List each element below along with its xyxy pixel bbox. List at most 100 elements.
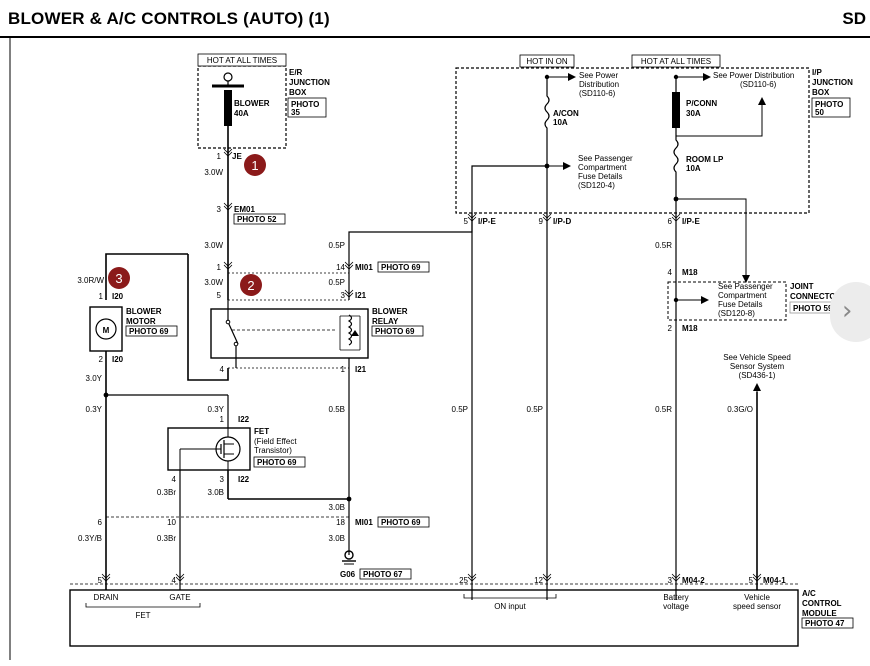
svg-text:G06: G06	[340, 570, 356, 579]
svg-text:9: 9	[539, 217, 544, 226]
photo-47-box	[801, 617, 854, 629]
svg-text:3: 3	[668, 576, 673, 585]
svg-text:I/P-E: I/P-E	[682, 217, 700, 226]
next-page-button[interactable]: ›	[830, 282, 870, 342]
svg-text:(SD110-6): (SD110-6)	[740, 80, 777, 89]
svg-text:PHOTO 69: PHOTO 69	[381, 263, 421, 272]
svg-text:A/CON: A/CON	[553, 109, 579, 118]
svg-text:RELAY: RELAY	[372, 317, 399, 326]
svg-text:M: M	[103, 326, 110, 335]
svg-text:0.5P: 0.5P	[329, 241, 345, 250]
photo-69-fet	[253, 456, 306, 468]
svg-text:10A: 10A	[553, 118, 568, 127]
svg-text:3.0R/W: 3.0R/W	[77, 276, 104, 285]
svg-text:speed sensor: speed sensor	[733, 602, 781, 611]
ac-control-module	[69, 589, 799, 647]
svg-text:1: 1	[251, 158, 258, 173]
ip-junction-box	[455, 67, 810, 214]
svg-text:0.3Y: 0.3Y	[86, 405, 103, 414]
svg-text:PHOTO 69: PHOTO 69	[375, 327, 415, 336]
callout-3[interactable]	[108, 267, 130, 289]
svg-text:I/P-D: I/P-D	[553, 217, 571, 226]
svg-text:0.3Y: 0.3Y	[208, 405, 225, 414]
svg-text:HOT IN ON: HOT IN ON	[526, 57, 567, 66]
er-box-label-1: E/R	[289, 68, 303, 77]
svg-text:BOX: BOX	[812, 88, 830, 97]
svg-text:3.0W: 3.0W	[204, 168, 223, 177]
hot-all-times-label-1: HOT AT ALL TIMES	[207, 56, 277, 65]
battery-source-icon	[223, 72, 233, 82]
blower-fuse-rating: 40A	[234, 109, 249, 118]
photo-52-box	[233, 213, 286, 225]
svg-text:1: 1	[99, 292, 104, 301]
svg-text:5: 5	[464, 217, 469, 226]
svg-text:JE: JE	[232, 152, 242, 161]
svg-text:GATE: GATE	[169, 593, 190, 602]
callout-1[interactable]	[244, 154, 266, 176]
svg-text:PHOTO 69: PHOTO 69	[257, 458, 297, 467]
svg-text:3: 3	[115, 271, 122, 286]
svg-text:I22: I22	[238, 415, 250, 424]
svg-text:5: 5	[217, 291, 222, 300]
svg-text:M18: M18	[682, 324, 698, 333]
blower-fuse-label: BLOWER	[234, 99, 270, 108]
svg-text:PHOTO 67: PHOTO 67	[363, 570, 403, 579]
svg-text:I20: I20	[112, 292, 124, 301]
svg-text:1: 1	[220, 415, 225, 424]
callout-2[interactable]	[240, 274, 262, 296]
photo-67-box	[359, 568, 412, 580]
svg-text:6: 6	[98, 518, 103, 527]
svg-text:0.5R: 0.5R	[655, 405, 672, 414]
svg-text:10: 10	[167, 518, 176, 527]
joint-connector	[667, 281, 787, 321]
photo-50-box	[811, 97, 851, 118]
photo-69-mi01-top	[377, 261, 430, 273]
svg-text:0.5P: 0.5P	[527, 405, 543, 414]
svg-text:Vehicle: Vehicle	[744, 593, 770, 602]
svg-text:Sensor System: Sensor System	[730, 362, 785, 371]
svg-text:ON input: ON input	[494, 602, 526, 611]
svg-text:MODULE: MODULE	[802, 609, 837, 618]
svg-text:0.3G/O: 0.3G/O	[727, 405, 753, 414]
svg-text:M04-1: M04-1	[763, 576, 786, 585]
svg-text:10A: 10A	[686, 164, 701, 173]
svg-text:0.3Br: 0.3Br	[157, 488, 176, 497]
svg-text:ROOM LP: ROOM LP	[686, 155, 724, 164]
svg-text:MI01: MI01	[355, 518, 373, 527]
svg-text:See Vehicle Speed: See Vehicle Speed	[723, 353, 791, 362]
svg-text:Fuse Details: Fuse Details	[578, 172, 622, 181]
svg-text:HOT AT ALL TIMES: HOT AT ALL TIMES	[641, 57, 711, 66]
svg-text:50: 50	[815, 108, 824, 117]
svg-text:6: 6	[668, 217, 673, 226]
svg-text:0.5P: 0.5P	[329, 278, 345, 287]
photo-69-mi01-bottom	[377, 516, 430, 528]
hot-in-on-tag	[519, 54, 575, 68]
svg-text:See Passenger: See Passenger	[718, 282, 773, 291]
svg-text:M18: M18	[682, 268, 698, 277]
svg-text:See Power Distribution: See Power Distribution	[713, 71, 794, 80]
ground-icon	[344, 550, 354, 560]
svg-text:3.0W: 3.0W	[204, 241, 223, 250]
svg-text:FET: FET	[254, 427, 269, 436]
svg-text:(SD120-8): (SD120-8)	[718, 309, 755, 318]
svg-text:0.3Y/B: 0.3Y/B	[78, 534, 102, 543]
fet-module	[167, 427, 251, 471]
svg-text:Battery: Battery	[663, 593, 688, 602]
svg-text:1: 1	[217, 152, 222, 161]
svg-text:voltage: voltage	[663, 602, 689, 611]
svg-text:Distribution: Distribution	[579, 80, 619, 89]
relay-switch-icon	[227, 321, 239, 345]
svg-text:See Passenger: See Passenger	[578, 154, 633, 163]
svg-text:I21: I21	[355, 291, 367, 300]
svg-text:BLOWER: BLOWER	[126, 307, 162, 316]
wire-3-0rw	[105, 253, 188, 300]
svg-text:3: 3	[220, 475, 225, 484]
svg-text:3: 3	[217, 205, 222, 214]
relay-coil-icon	[347, 314, 353, 346]
svg-text:Compartment: Compartment	[718, 291, 767, 300]
acon-fuse-wire	[544, 77, 550, 600]
svg-text:MI01: MI01	[355, 263, 373, 272]
photo-35-label: PHOTO	[291, 100, 319, 109]
svg-text:2: 2	[99, 355, 104, 364]
